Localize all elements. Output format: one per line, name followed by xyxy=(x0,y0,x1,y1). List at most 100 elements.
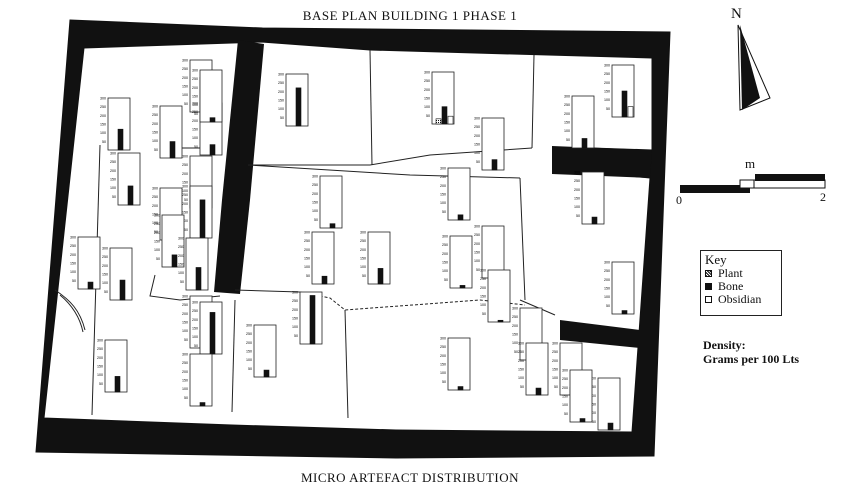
mini-chart-bar-bone xyxy=(377,268,384,285)
stub-wall-upper xyxy=(552,146,652,178)
mini-chart-tick-label: 200 xyxy=(192,119,198,123)
mini-chart-tick-label: 300 xyxy=(110,152,116,156)
mini-chart-tick-label: 150 xyxy=(480,295,486,299)
plan-subtitle: MICRO ARTEFACT DISTRIBUTION xyxy=(300,470,520,485)
density-note: Density: Grams per 100 Lts xyxy=(703,338,799,366)
mini-chart-tick-label: 100 xyxy=(100,131,106,135)
mini-chart-tick-label: 50 xyxy=(566,138,570,142)
mini-chart-bar-bone xyxy=(457,386,464,391)
mini-chart-tick-label: 300 xyxy=(154,214,160,218)
mini-chart-tick-label: 250 xyxy=(480,277,486,281)
mini-chart-tick-label: 200 xyxy=(564,112,570,116)
mini-chart-tick-label: 150 xyxy=(110,178,116,182)
mini-chart-tick-label: 150 xyxy=(562,395,568,399)
mini-chart-tick-label: 250 xyxy=(604,72,610,76)
mini-chart-tick-label: 50 xyxy=(554,385,558,389)
mini-chart-bar-plant xyxy=(435,118,442,125)
mini-chart-tick-label: 50 xyxy=(442,210,446,214)
mini-chart-tick-label: 100 xyxy=(152,221,158,225)
mini-chart-tick-label: 150 xyxy=(474,143,480,147)
mini-chart-tick-label: 100 xyxy=(246,358,252,362)
mini-chart-tick-label: 50 xyxy=(426,114,430,118)
mini-chart-tick-label: 100 xyxy=(70,270,76,274)
mini-chart-tick-label: 150 xyxy=(440,193,446,197)
mini-chart-tick-label: 250 xyxy=(562,377,568,381)
mini-chart-tick-label: 100 xyxy=(552,376,558,380)
mini-chart-tick-label: 50 xyxy=(362,274,366,278)
mini-chart-tick-label: 250 xyxy=(100,105,106,109)
mini-chart-tick-label: 250 xyxy=(304,239,310,243)
legend-item-obsidian: Obsidian xyxy=(705,293,777,306)
mini-chart-tick-label: 150 xyxy=(304,257,310,261)
mini-chart-tick-label: 100 xyxy=(474,259,480,263)
mini-chart-tick-label: 50 xyxy=(112,195,116,199)
mini-chart-tick-label: 50 xyxy=(306,274,310,278)
mini-chart-tick-label: 250 xyxy=(182,67,188,71)
mini-chart-tick-label: 200 xyxy=(604,81,610,85)
mini-chart-tick-label: 150 xyxy=(97,365,103,369)
mini-chart-bar-bone xyxy=(117,128,124,151)
mini-chart-tick-label: 250 xyxy=(70,244,76,248)
mini-chart-tick-label: 250 xyxy=(474,233,480,237)
mini-chart-tick-label: 150 xyxy=(102,273,108,277)
mini-chart-tick-label: 150 xyxy=(70,262,76,266)
mini-chart-bar-bone xyxy=(209,117,216,123)
mini-chart-tick-label: 100 xyxy=(182,219,188,223)
mini-chart-tick-label: 250 xyxy=(97,347,103,351)
mini-chart-tick-label: 300 xyxy=(192,69,198,73)
mini-chart-frame xyxy=(581,171,605,225)
mini-chart-tick-label: 50 xyxy=(280,116,284,120)
mini-chart-tick-label: 200 xyxy=(70,253,76,257)
mini-chart-tick-label: 200 xyxy=(312,192,318,196)
mini-chart-tick-label: 300 xyxy=(182,155,188,159)
mini-chart-tick-label: 300 xyxy=(574,171,580,175)
mini-chart-tick-label: 100 xyxy=(304,265,310,269)
mini-chart-tick-label: 100 xyxy=(518,376,524,380)
mini-chart-tick-label: 100 xyxy=(102,281,108,285)
mini-chart-tick-label: 150 xyxy=(152,131,158,135)
mini-chart-tick-label: 300 xyxy=(552,342,558,346)
mini-chart-bar-obsidian xyxy=(627,106,634,118)
mini-chart-frame xyxy=(199,69,223,123)
mini-chart-tick-label: 200 xyxy=(474,242,480,246)
mini-chart-tick-label: 300 xyxy=(182,59,188,63)
mini-chart-tick-label: 50 xyxy=(564,412,568,416)
scale-unit: m xyxy=(745,156,756,171)
mini-chart-frame xyxy=(487,269,511,323)
mini-chart-tick-label: 300 xyxy=(512,307,518,311)
mini-chart-tick-label: 150 xyxy=(604,287,610,291)
mini-chart-tick-label: 300 xyxy=(440,337,446,341)
mini-chart-tick-label: 250 xyxy=(360,239,366,243)
mini-chart-tick-label: 100 xyxy=(182,387,188,391)
mini-chart-tick-label: 150 xyxy=(192,327,198,331)
mini-chart-tick-label: 150 xyxy=(574,197,580,201)
mini-chart-tick-label: 50 xyxy=(442,380,446,384)
mini-chart-tick-label: 250 xyxy=(192,110,198,114)
mini-chart-tick-label: 100 xyxy=(360,265,366,269)
mini-chart-bar-bone xyxy=(169,141,176,159)
central-wall xyxy=(214,40,264,294)
mini-chart-tick-label: 200 xyxy=(590,394,596,398)
mini-chart-tick-label: 50 xyxy=(606,107,610,111)
mini-chart-tick-label: 50 xyxy=(184,228,188,232)
mini-chart-tick-label: 50 xyxy=(184,102,188,106)
mini-chart-tick-label: 250 xyxy=(292,299,298,303)
mini-chart-tick-label: 250 xyxy=(278,81,284,85)
mini-chart-tick-label: 200 xyxy=(182,76,188,80)
mini-chart-tick-label: 50 xyxy=(102,140,106,144)
mini-chart-tick-label: 200 xyxy=(152,122,158,126)
mini-chart-tick-label: 250 xyxy=(102,255,108,259)
mini-chart-tick-label: 200 xyxy=(182,202,188,206)
mini-chart-tick-label: 100 xyxy=(182,93,188,97)
mini-chart-tick-label: 50 xyxy=(99,382,103,386)
mini-chart-tick-label: 300 xyxy=(70,236,76,240)
mini-chart-tick-label: 300 xyxy=(292,291,298,295)
mini-chart-tick-label: 200 xyxy=(440,184,446,188)
mini-chart-tick-label: 300 xyxy=(152,187,158,191)
mini-chart-tick-label: 300 xyxy=(474,225,480,229)
mini-chart-tick-label: 300 xyxy=(182,353,188,357)
mini-chart-tick-label: 250 xyxy=(474,125,480,129)
mini-chart-tick-label: 50 xyxy=(606,304,610,308)
mini-chart-tick-label: 300 xyxy=(178,237,184,241)
legend-item-plant: Plant xyxy=(705,267,777,280)
